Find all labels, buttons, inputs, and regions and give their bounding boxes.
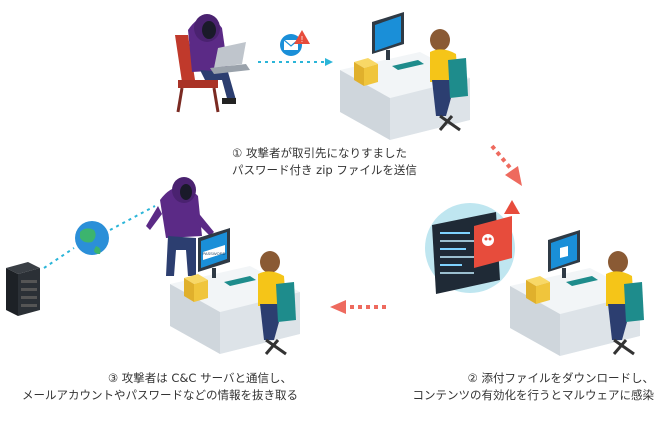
step-1-line-1: ① 攻撃者が取引先になりすました bbox=[232, 146, 407, 160]
svg-text:!: ! bbox=[301, 35, 303, 44]
victim-infected-with-malware bbox=[425, 200, 644, 356]
step-1-line-2: パスワード付き zip ファイルを送信 bbox=[232, 163, 417, 177]
step-2-caption: ② 添付ファイルをダウンロードし、 コンテンツの有効化を行うとマルウェアに感染 bbox=[392, 370, 655, 404]
globe-icon bbox=[75, 221, 109, 255]
zip-file-icon bbox=[184, 274, 208, 302]
step-2-line-1: ② 添付ファイルをダウンロードし、 bbox=[467, 371, 654, 385]
zip-file-icon bbox=[354, 58, 378, 86]
send-email-arrow bbox=[258, 58, 333, 66]
server-icon bbox=[6, 262, 40, 316]
email-alert-icon: ! bbox=[280, 30, 310, 56]
step-3-caption: ③ 攻撃者は C&C サーバと通信し、 メールアカウントやパスワードなどの情報を… bbox=[22, 370, 298, 404]
victim-desk-compromised: PASSWORD bbox=[170, 228, 300, 356]
hacker-screen-label: PASSWORD bbox=[202, 251, 225, 256]
malware-warning-icon bbox=[474, 200, 520, 268]
step-1-caption: ① 攻撃者が取引先になりすました パスワード付き zip ファイルを送信 bbox=[232, 145, 417, 179]
zip-file-icon bbox=[526, 276, 550, 304]
victim-desk-receiving bbox=[340, 12, 470, 140]
arrow-step2-to-step3 bbox=[330, 300, 386, 314]
skull-icon bbox=[482, 234, 494, 246]
step-3-line-1: ③ 攻撃者は C&C サーバと通信し、 bbox=[107, 371, 292, 385]
server-to-globe-link bbox=[43, 247, 75, 269]
globe-to-hacker-link bbox=[109, 205, 156, 231]
hacker-sending-email bbox=[175, 14, 250, 113]
step-3-line-2: メールアカウントやパスワードなどの情報を抜き取る bbox=[22, 388, 298, 402]
hacker-stealing-data bbox=[146, 177, 214, 276]
arrow-step1-to-step2 bbox=[490, 144, 522, 186]
step-2-line-2: コンテンツの有効化を行うとマルウェアに感染 bbox=[412, 388, 655, 402]
